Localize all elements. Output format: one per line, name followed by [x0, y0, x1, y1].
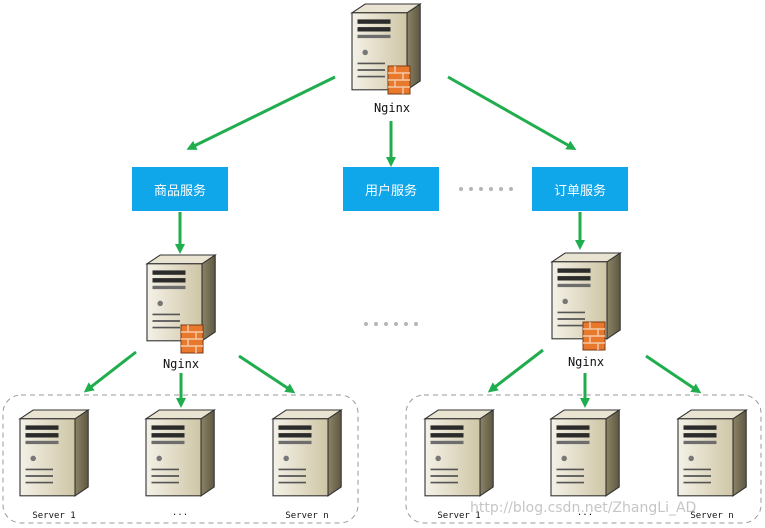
top-nginx-firewall-icon: [387, 65, 411, 95]
order-service-box: 订单服务: [532, 167, 628, 211]
top-nginx-label: Nginx: [373, 101, 411, 115]
right-nginx-label: Nginx: [567, 355, 605, 369]
right-server-1-icon: [424, 409, 495, 497]
watermark-text: http://blog.csdn.net/ZhangLi_AD: [470, 500, 697, 516]
right-server-n-label: Server n: [690, 511, 734, 521]
arrow-top-to-order: [447, 75, 577, 150]
arrow-left-nginx-to-server-1: [83, 350, 137, 393]
arrow-top-to-goods: [186, 75, 336, 150]
arrow-right-nginx-to-server-1: [487, 348, 544, 393]
left-nginx-label: Nginx: [162, 357, 200, 371]
right-server-mid-label: ...: [576, 508, 594, 518]
middle-ellipsis: [364, 322, 418, 326]
left-server-mid-label: ...: [171, 508, 189, 518]
right-server-mid-icon: [550, 409, 621, 497]
goods-service-box: 商品服务: [132, 167, 228, 211]
arrow-left-nginx-to-server-n: [238, 354, 296, 394]
left-server-1-label: Server 1: [32, 511, 76, 521]
right-nginx-firewall-icon: [582, 321, 606, 351]
services-ellipsis: [459, 187, 513, 191]
left-server-n-icon: [272, 409, 343, 497]
left-server-mid-icon: [145, 409, 216, 497]
arrow-right-nginx-to-server-n: [645, 354, 702, 394]
left-server-n-label: Server n: [285, 511, 329, 521]
left-nginx-firewall-icon: [180, 324, 204, 354]
user-service-box: 用户服务: [343, 167, 439, 211]
right-server-1-label: Server 1: [437, 511, 481, 521]
left-server-1-icon: [19, 409, 90, 497]
right-server-n-icon: [677, 409, 748, 497]
